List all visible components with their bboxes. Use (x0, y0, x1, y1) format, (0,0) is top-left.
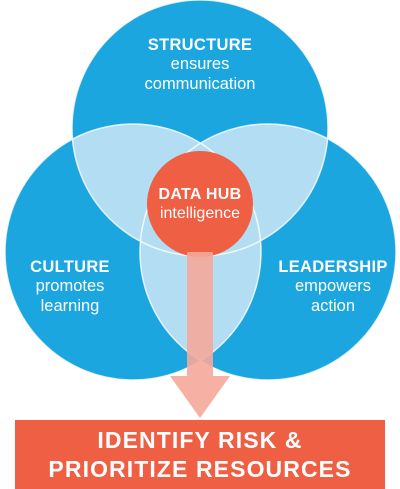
leadership-outline (139, 123, 397, 381)
leadership-line-1: empowers (294, 277, 372, 296)
culture-outline (4, 123, 262, 381)
leadership-title: LEADERSHIP (278, 258, 388, 276)
structure-line-1: ensures (170, 55, 230, 74)
data-hub-circle (147, 151, 253, 257)
structure-line-2: communication (144, 74, 256, 93)
result-banner: IDENTIFY RISK & PRIORITIZE RESOURCES (15, 420, 385, 489)
structure-title: STRUCTURE (147, 36, 253, 54)
leadership-line-2: action (310, 296, 356, 315)
culture-title: CULTURE (30, 258, 110, 276)
data-hub-title: DATA HUB (158, 186, 242, 203)
culture-line-2: learning (40, 296, 100, 315)
culture-label: CULTURE promotes learning (10, 258, 130, 316)
culture-line-1: promotes (35, 277, 105, 296)
data-hub-subtitle: intelligence (159, 204, 241, 222)
result-line-1: IDENTIFY RISK & (97, 427, 303, 454)
result-line-2: PRIORITIZE RESOURCES (48, 455, 352, 482)
venn-diagram (4, 0, 397, 418)
data-hub-label: DATA HUB intelligence (140, 186, 260, 224)
leadership-label: LEADERSHIP empowers action (266, 258, 400, 316)
down-arrow (170, 252, 230, 418)
structure-label: STRUCTURE ensures communication (100, 36, 300, 94)
